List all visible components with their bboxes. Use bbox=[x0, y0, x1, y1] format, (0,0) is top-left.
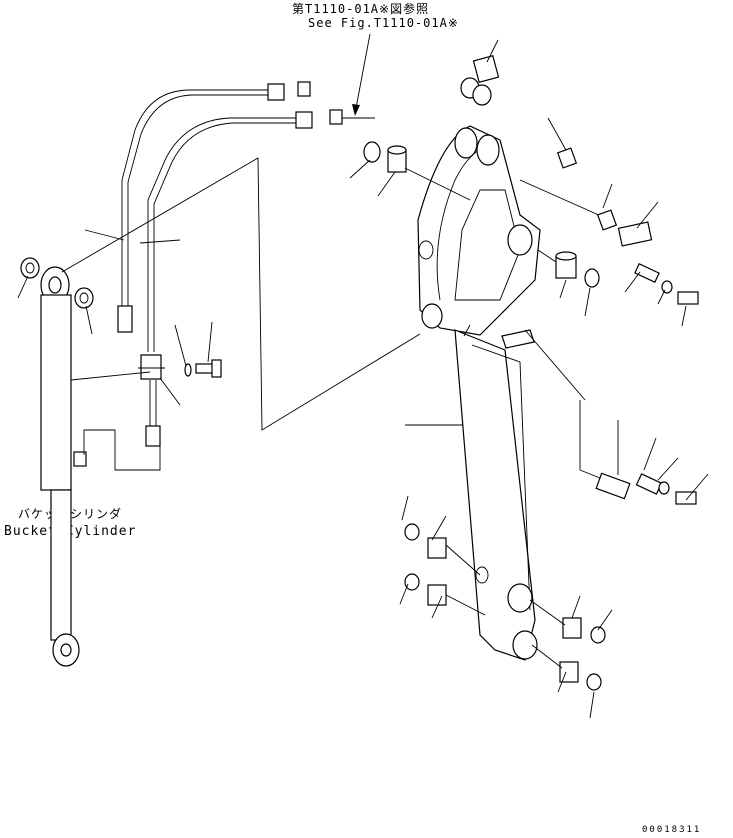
reference-note-jp: 第T1110-01A※図参照 bbox=[292, 2, 430, 16]
bucket-cylinder bbox=[40, 266, 161, 667]
assembly-outline bbox=[61, 157, 421, 431]
clamp-bolt bbox=[184, 359, 222, 378]
hydraulic-hoses bbox=[117, 81, 343, 447]
pins-bushings bbox=[363, 55, 699, 691]
reference-note-en: See Fig.T1110-01A※ bbox=[308, 16, 459, 30]
arm-structure bbox=[417, 125, 586, 661]
cylinder-washers bbox=[20, 257, 94, 309]
figure-id: 00018311 bbox=[642, 825, 702, 835]
leader-lines bbox=[17, 39, 709, 719]
reference-arrow bbox=[340, 33, 375, 119]
